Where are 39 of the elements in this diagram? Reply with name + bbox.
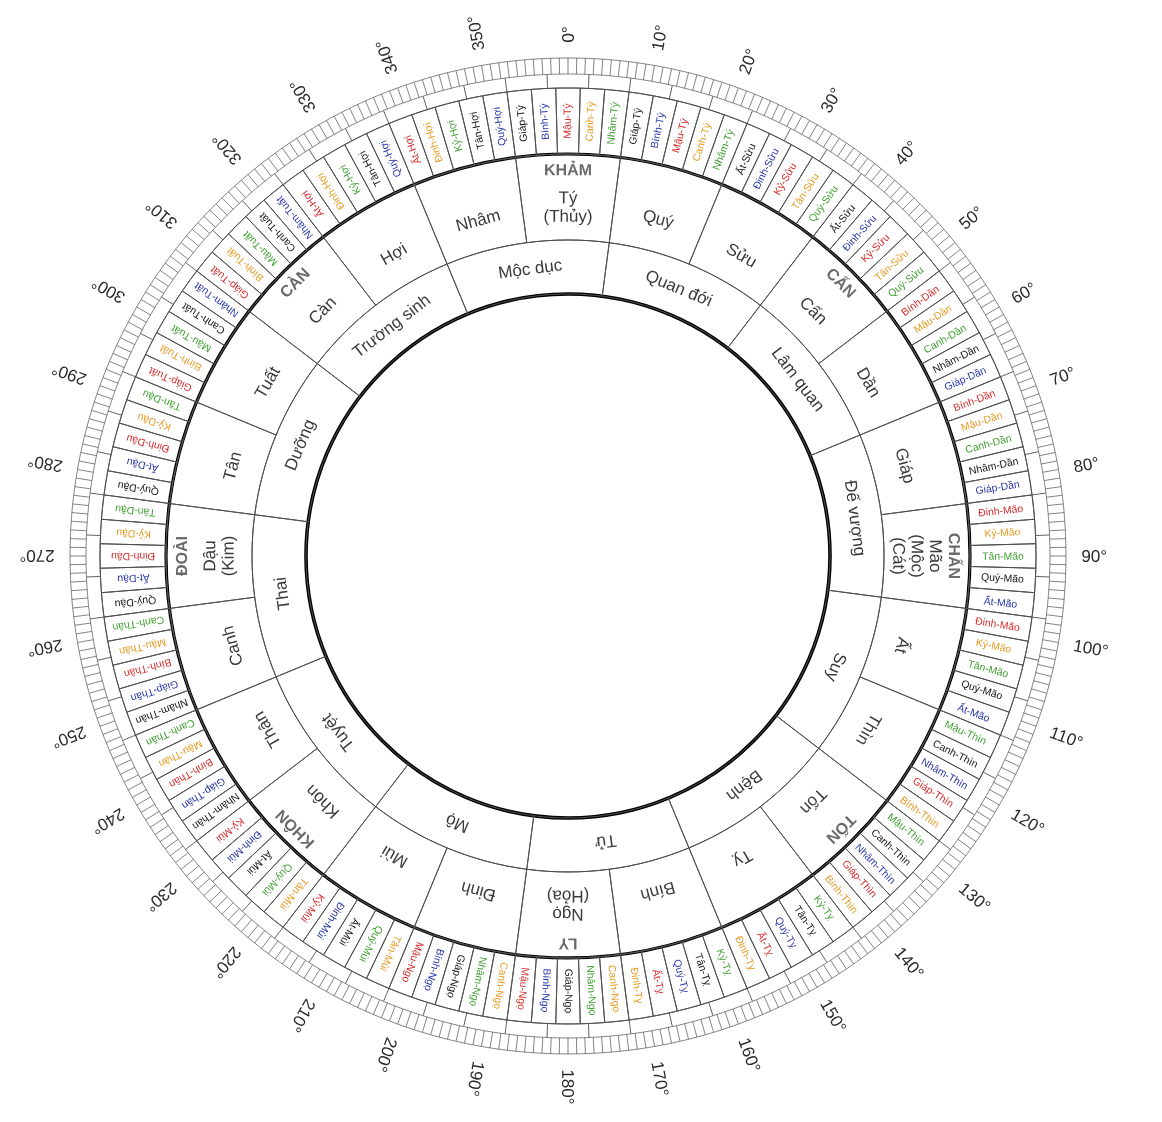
degree-label: 250°	[54, 726, 86, 749]
degree-label: 30°	[821, 87, 838, 113]
stage-cell: Thai	[251, 514, 327, 678]
degree-label: 240°	[95, 808, 125, 835]
degree-label: 120°	[1010, 809, 1045, 831]
degree-label: 110°	[1049, 727, 1083, 746]
degree-label: 320°	[212, 138, 241, 165]
stage-cell: Mộc dục	[446, 239, 610, 315]
degree-label: 340°	[375, 42, 397, 74]
degree-label: 40°	[897, 140, 913, 165]
degree-label: 160°	[738, 1038, 761, 1070]
degree-label: 70°	[1049, 366, 1073, 385]
degree-label: 310°	[145, 205, 177, 229]
degree-label: 270°	[20, 549, 54, 562]
degree-label: 80°	[1074, 457, 1098, 473]
trigram-label: CHẤN	[948, 533, 964, 578]
degree-label: 260°	[29, 639, 63, 657]
stage-cell: Đế vượng	[809, 434, 885, 598]
degree-label: 180°	[562, 1070, 574, 1104]
degree-label: 350°	[467, 17, 485, 51]
degree-label: 20°	[739, 48, 755, 75]
trigram-label: ĐOÀI	[172, 537, 188, 576]
degree-label: 280°	[28, 456, 63, 472]
degree-label: 0°	[562, 27, 574, 42]
trigram-label: LY	[558, 938, 577, 950]
degree-label: 100°	[1073, 640, 1108, 656]
degree-label: 130°	[958, 884, 991, 907]
degree-label: 60°	[1012, 282, 1033, 303]
trigram-label: KHẢM	[545, 160, 591, 176]
degree-label: 170°	[651, 1062, 669, 1095]
degree-label: 10°	[652, 25, 666, 51]
degree-label: 140°	[894, 947, 924, 974]
degree-label: 90°	[1082, 549, 1107, 562]
degree-label: 300°	[91, 281, 125, 303]
degree-label: 290°	[52, 366, 87, 385]
stage-cell: Tử	[526, 797, 690, 873]
degree-label: 190°	[468, 1061, 484, 1096]
degree-label: 200°	[378, 1037, 397, 1072]
degree-label: 50°	[958, 206, 979, 229]
